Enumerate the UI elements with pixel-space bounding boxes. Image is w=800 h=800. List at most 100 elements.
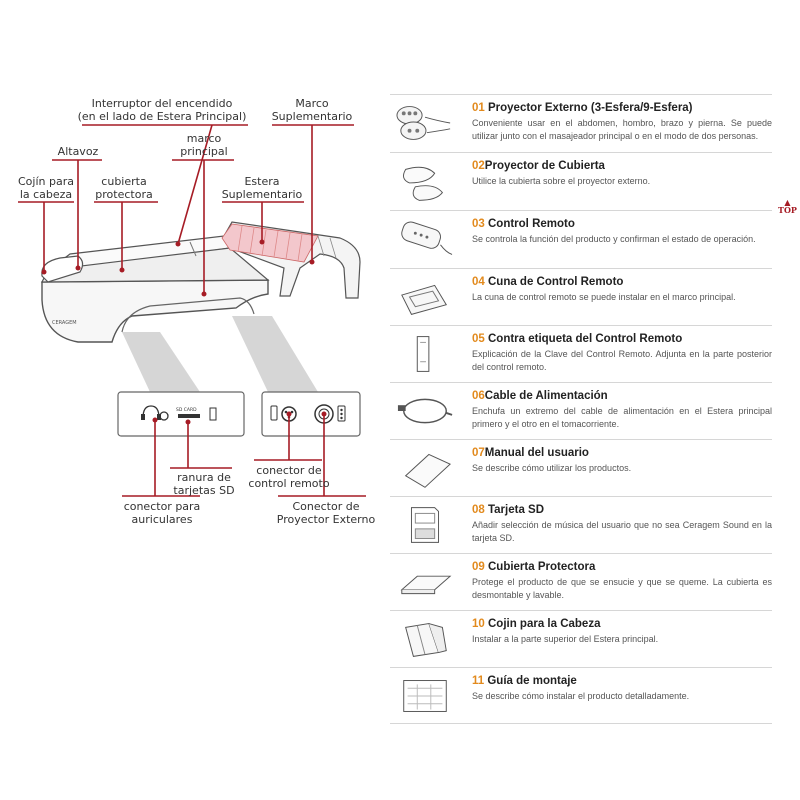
inset-connector-panel xyxy=(261,391,361,437)
headphone-port xyxy=(159,411,169,421)
sd-card-label: SD CARD xyxy=(176,407,197,413)
part-title-text: Proyector Externo (3-Esfera/9-Esfera) xyxy=(484,102,693,114)
leader-lines xyxy=(18,124,366,497)
label-interruptor: Interruptor del encendido xyxy=(92,97,233,110)
protective-cover-icon xyxy=(400,575,452,595)
part-description: Explicación de la Clave del Control Remo… xyxy=(472,349,772,372)
inset-audio-panel: SD CARD xyxy=(117,391,245,437)
sd-card-icon xyxy=(410,507,440,543)
part-title-text: Control Remoto xyxy=(484,218,575,230)
label-altavoz: Altavoz xyxy=(58,145,99,158)
zoom-cone-right xyxy=(232,316,318,392)
list-item: 08 Tarjeta SD Añadir selección de música … xyxy=(390,496,772,553)
part-number: 09 xyxy=(472,561,485,573)
sd-slot-indicator xyxy=(209,407,217,421)
part-description: Conveniente usar en el abdomen, hombro, … xyxy=(472,118,772,141)
sd-slot xyxy=(178,414,200,418)
part-title-text: Manual del usuario xyxy=(484,447,589,459)
label-control: conector de xyxy=(256,464,322,477)
arrow-up-icon: ▲ xyxy=(784,197,791,207)
part-description: Añadir selección de música del usuario q… xyxy=(472,520,772,543)
part-number: 05 xyxy=(472,333,485,345)
label-ranura: ranura de xyxy=(177,471,231,484)
part-title-text: Guía de montaje xyxy=(484,675,577,687)
part-description: Se describe cómo instalar el producto de… xyxy=(472,691,690,701)
top-link[interactable]: ▲ TOP xyxy=(778,198,797,214)
part-description: Se controla la función del producto y co… xyxy=(472,234,756,244)
part-title: 11 Guía de montaje xyxy=(472,674,772,688)
part-title: 07Manual del usuario xyxy=(472,446,772,460)
part-number: 02 xyxy=(472,160,485,172)
label-cubierta: cubierta xyxy=(101,175,146,188)
part-title: 08 Tarjeta SD xyxy=(472,503,772,517)
top-link-label: TOP xyxy=(778,205,797,215)
list-item: 01 Proyector Externo (3-Esfera/9-Esfera)… xyxy=(390,94,772,152)
part-description: La cuna de control remoto se puede insta… xyxy=(472,292,736,302)
label-marco-supl: Marco xyxy=(295,97,329,110)
part-number: 06 xyxy=(472,390,485,402)
supplementary-mat xyxy=(221,223,319,263)
label-auriculares: conector para xyxy=(124,500,201,513)
power-cable-icon xyxy=(397,398,453,424)
label-cojin: Cojín para xyxy=(18,175,74,188)
part-number: 10 xyxy=(472,618,485,630)
list-item: 11 Guía de montaje Se describe cómo insta… xyxy=(390,667,772,724)
label-estera-supl: Estera xyxy=(244,175,279,188)
projector-icon xyxy=(396,106,451,140)
part-title-text: Cojin para la Cabeza xyxy=(484,618,601,630)
label-marco-princ: marco xyxy=(187,132,222,145)
part-title: 03 Control Remoto xyxy=(472,217,772,231)
part-description: Utilice la cubierta sobre el proyector e… xyxy=(472,176,651,186)
massage-bed: CERAGEM xyxy=(41,221,361,343)
assembly-guide-icon xyxy=(403,680,447,712)
label-interruptor-sub: (en el lado de Estera Principal) xyxy=(78,110,247,123)
label-cubierta-sub: protectora xyxy=(95,188,152,201)
part-title: 02Proyector de Cubierta xyxy=(472,159,772,173)
part-description: Se describe cómo utilizar los productos. xyxy=(472,463,632,473)
zoom-cone-left xyxy=(122,332,200,392)
list-item: 07Manual del usuario Se describe cómo uti… xyxy=(390,439,772,496)
label-estera-supl-sub: Suplementario xyxy=(222,188,303,201)
label-proyector-sub: Proyector Externo xyxy=(277,513,376,526)
brand-logo: CERAGEM xyxy=(52,320,77,326)
part-title-text: Proyector de Cubierta xyxy=(484,160,605,172)
part-description: Protege el producto de que se ensucie y … xyxy=(472,577,772,600)
part-title-text: Tarjeta SD xyxy=(484,504,545,516)
part-title: 04 Cuna de Control Remoto xyxy=(472,275,772,289)
part-number: 07 xyxy=(472,447,485,459)
part-title: 05 Contra etiqueta del Control Remoto xyxy=(472,332,772,346)
label-icon xyxy=(416,336,430,372)
callout-labels: Interruptor del encendido (en el lado de… xyxy=(18,97,375,526)
part-title: 10 Cojin para la Cabeza xyxy=(472,617,772,631)
list-item: 03 Control Remoto Se controla la función … xyxy=(390,210,772,268)
part-title-text: Contra etiqueta del Control Remoto xyxy=(484,333,683,345)
label-control-sub: control remoto xyxy=(248,477,329,490)
part-title: 06Cable de Alimentación xyxy=(472,389,772,403)
list-item: 04 Cuna de Control Remoto La cuna de cont… xyxy=(390,268,772,325)
part-title: 09 Cubierta Protectora xyxy=(472,560,772,574)
label-proyector: Conector de xyxy=(292,500,359,513)
part-number: 04 xyxy=(472,276,485,288)
label-marco-princ-sub: principal xyxy=(180,145,227,158)
part-number: 01 xyxy=(472,102,485,114)
label-auriculares-sub: auriculares xyxy=(132,513,193,526)
headphone-jack-icon xyxy=(141,405,161,420)
label-marco-supl-sub: Suplementario xyxy=(272,110,353,123)
remote-cradle-icon xyxy=(401,284,448,315)
part-number: 11 xyxy=(472,675,485,687)
parts-list: 01 Proyector Externo (3-Esfera/9-Esfera)… xyxy=(390,94,772,724)
product-diagram: CERAGEM SD CARD xyxy=(18,97,375,526)
label-cojin-sub: la cabeza xyxy=(20,188,72,201)
part-title-text: Cuna de Control Remoto xyxy=(484,276,624,288)
part-title: 01 Proyector Externo (3-Esfera/9-Esfera) xyxy=(472,101,772,115)
projector-cover-icon xyxy=(403,166,444,201)
part-description: Instalar a la parte superior del Estera … xyxy=(472,634,659,644)
remote-control-icon xyxy=(401,221,453,255)
head-cushion-icon xyxy=(405,622,447,657)
part-number: 03 xyxy=(472,218,485,230)
